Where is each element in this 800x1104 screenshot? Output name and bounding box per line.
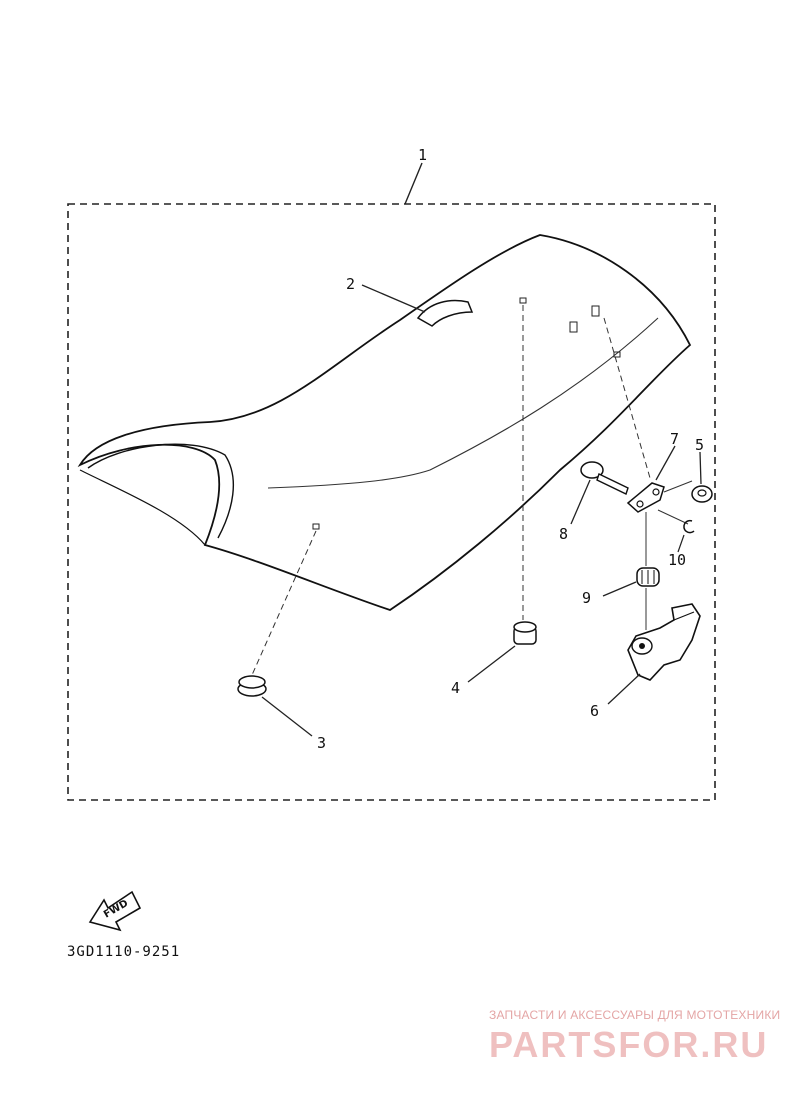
part-8-bolt [580, 461, 629, 495]
leader-3 [261, 696, 313, 737]
projection-line [657, 509, 689, 525]
leader-4 [467, 645, 516, 683]
leader-8 [570, 479, 591, 525]
mount-mark [569, 321, 578, 333]
leader-10 [677, 534, 685, 553]
leader-1 [404, 162, 423, 205]
callout-5: 5 [695, 436, 704, 454]
callout-9: 9 [582, 589, 591, 607]
projection-line [603, 317, 651, 479]
part-2-strap [416, 299, 474, 327]
part-6-lock-lever [627, 603, 701, 681]
leader-5 [699, 451, 702, 485]
part-7-hook [626, 482, 665, 513]
callout-10: 10 [668, 551, 686, 569]
callout-1: 1 [418, 146, 427, 164]
callout-7: 7 [670, 430, 679, 448]
watermark-subtitle: ЗАПЧАСТИ И АКСЕССУАРЫ ДЛЯ МОТОТЕХНИКИ [489, 1008, 781, 1022]
leader-2 [361, 284, 426, 313]
seat-crease [267, 317, 659, 489]
seat-body [77, 234, 692, 611]
seat-inner-edge [87, 443, 235, 539]
part-4-damper [513, 621, 537, 645]
projection-line [663, 480, 693, 493]
projection-line [251, 530, 317, 676]
leader-9 [602, 581, 637, 597]
mount-mark [591, 305, 600, 317]
part-10-clip [683, 519, 695, 534]
part-3-damper [237, 675, 267, 697]
part-5-grommet [691, 485, 713, 503]
leader-7 [655, 445, 676, 481]
callout-4: 4 [451, 679, 460, 697]
fwd-arrow-icon: FWD [88, 890, 142, 932]
part-9-spring [636, 567, 660, 587]
callout-8: 8 [559, 525, 568, 543]
mount-mark [519, 297, 527, 304]
callout-2: 2 [346, 275, 355, 293]
part-code: 3GD1110-9251 [67, 944, 181, 960]
seat-lower-edge [79, 469, 206, 546]
leader-6 [607, 673, 641, 705]
assembly-frame [67, 203, 716, 801]
mount-mark [312, 523, 320, 530]
callout-3: 3 [317, 734, 326, 752]
mount-mark [613, 351, 621, 358]
callout-6: 6 [590, 702, 599, 720]
watermark-brand: PARTSFOR.RU [489, 1024, 769, 1065]
